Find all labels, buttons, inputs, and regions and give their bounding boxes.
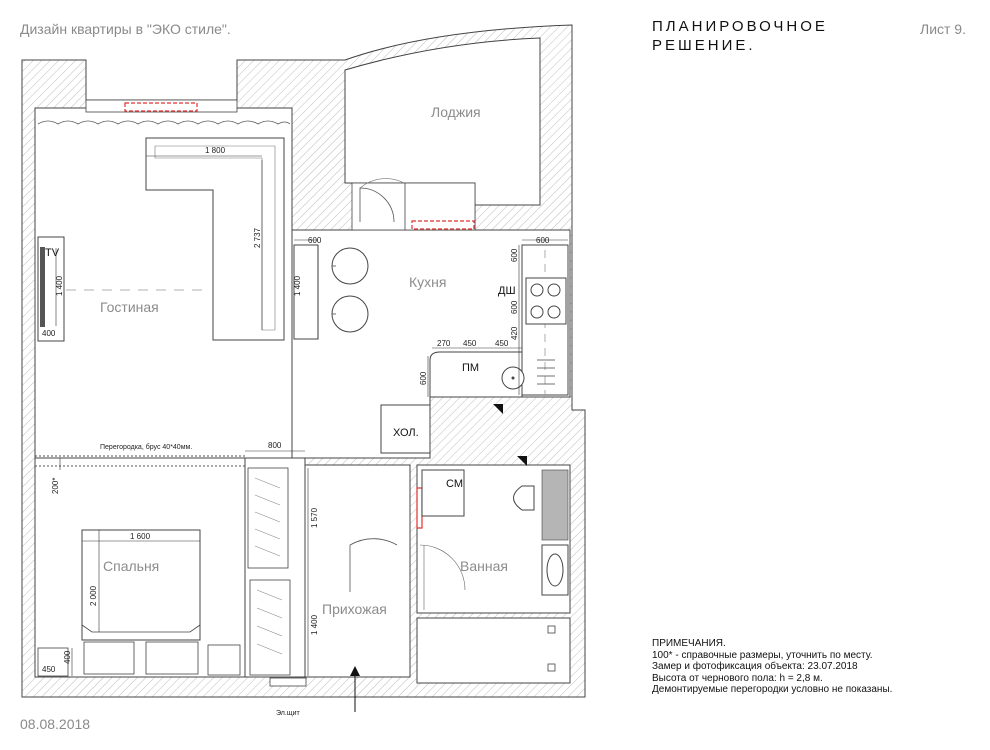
dim-bed-length: 2 000: [89, 585, 98, 606]
sofa: [145, 137, 285, 341]
radiator-living: [124, 102, 198, 112]
room-label-kitchen: Кухня: [409, 274, 446, 290]
bath-sink: [541, 544, 569, 596]
dim-partition-offset: 200*: [51, 478, 60, 494]
label-fridge: ХОЛ.: [393, 427, 419, 439]
dim-kitchen-top: 600: [536, 236, 550, 245]
dim-pm-a: 270: [437, 339, 451, 348]
dim-tv-height: 1 400: [55, 275, 64, 296]
project-title: Дизайн квартиры в "ЭКО стиле".: [20, 21, 231, 37]
bed: [81, 529, 201, 641]
dim-bar-length: 1 400: [293, 275, 302, 296]
footer-date: 08.08.2018: [20, 716, 91, 732]
bedroom-furniture: [37, 529, 241, 677]
living-furniture: [37, 137, 285, 342]
dim-bar-width: 600: [308, 236, 322, 245]
room-label-hall: Прихожая: [322, 601, 387, 617]
dim-tv-depth: 400: [42, 329, 56, 338]
label-pm: ПМ: [462, 362, 479, 374]
sheet-title-line1: ПЛАНИРОВОЧНОЕ: [652, 18, 828, 35]
hall-door: [269, 538, 398, 712]
dim-hall-a: 1 570: [310, 507, 319, 528]
bar-stool-1: [331, 247, 369, 285]
dim-wardrobe-width: 800: [268, 441, 282, 450]
toilet: [513, 485, 535, 511]
notes: ПРИМЕЧАНИЯ. 100* - справочные размеры, у…: [652, 638, 892, 696]
dim-hall-b: 1 400: [310, 614, 319, 635]
radiator-kitchen: [411, 220, 475, 230]
dim-pm-b: 450: [463, 339, 477, 348]
washing-machine: [421, 469, 465, 517]
bar-stool-2: [331, 295, 369, 333]
kitchen-furniture: [293, 244, 569, 466]
sheet-number: Лист 9.: [920, 21, 966, 37]
partition: [35, 455, 245, 467]
notes-line-2: Замер и фотофиксация объекта: 23.07.2018: [652, 661, 858, 672]
dimension-lines: [55, 155, 568, 676]
dim-bed-table-b: 400: [63, 650, 72, 664]
dim-bed-table-a: 450: [42, 665, 56, 674]
sheet-title-line2: РЕШЕНИЕ.: [652, 37, 756, 54]
room-label-living: Гостиная: [100, 299, 159, 315]
loggia-door: [359, 178, 405, 223]
label-dishwasher: ДШ: [498, 285, 516, 297]
room-label-bedroom: Спальня: [103, 558, 159, 574]
label-washing-machine: СМ: [446, 478, 463, 490]
dim-kitchen-side-b: 600: [510, 300, 519, 314]
hob: [525, 277, 567, 325]
dim-sofa-length: 2 737: [253, 227, 262, 248]
notes-title: ПРИМЕЧАНИЯ.: [652, 638, 726, 649]
notes-line-3: Высота от чернового пола: h = 2,8 м.: [652, 672, 823, 684]
notes-line-1: 100* - справочные размеры, уточнить по м…: [652, 649, 873, 661]
dim-pm-depth: 600: [419, 371, 428, 385]
wardrobes: [247, 467, 291, 676]
dim-pm-c: 450: [495, 339, 509, 348]
label-panel: Эл.щит: [276, 710, 300, 717]
label-partition: Перегородка, брус 40*40мм.: [100, 443, 192, 451]
room-label-bath: Ванная: [460, 558, 508, 574]
label-tv: TV: [45, 247, 60, 259]
dim-bed-width: 1 600: [130, 532, 151, 541]
dim-kitchen-side-a: 600: [510, 248, 519, 262]
room-label-loggia: Лоджия: [431, 104, 481, 120]
bath-fixtures: [419, 469, 569, 672]
curtains: [37, 120, 291, 125]
notes-line-4: Демонтируемые перегородки условно не пок…: [652, 684, 893, 695]
dim-kitchen-side-c: 420: [510, 326, 519, 340]
dim-sofa-width: 1 800: [205, 146, 226, 155]
fridge: [380, 404, 431, 454]
